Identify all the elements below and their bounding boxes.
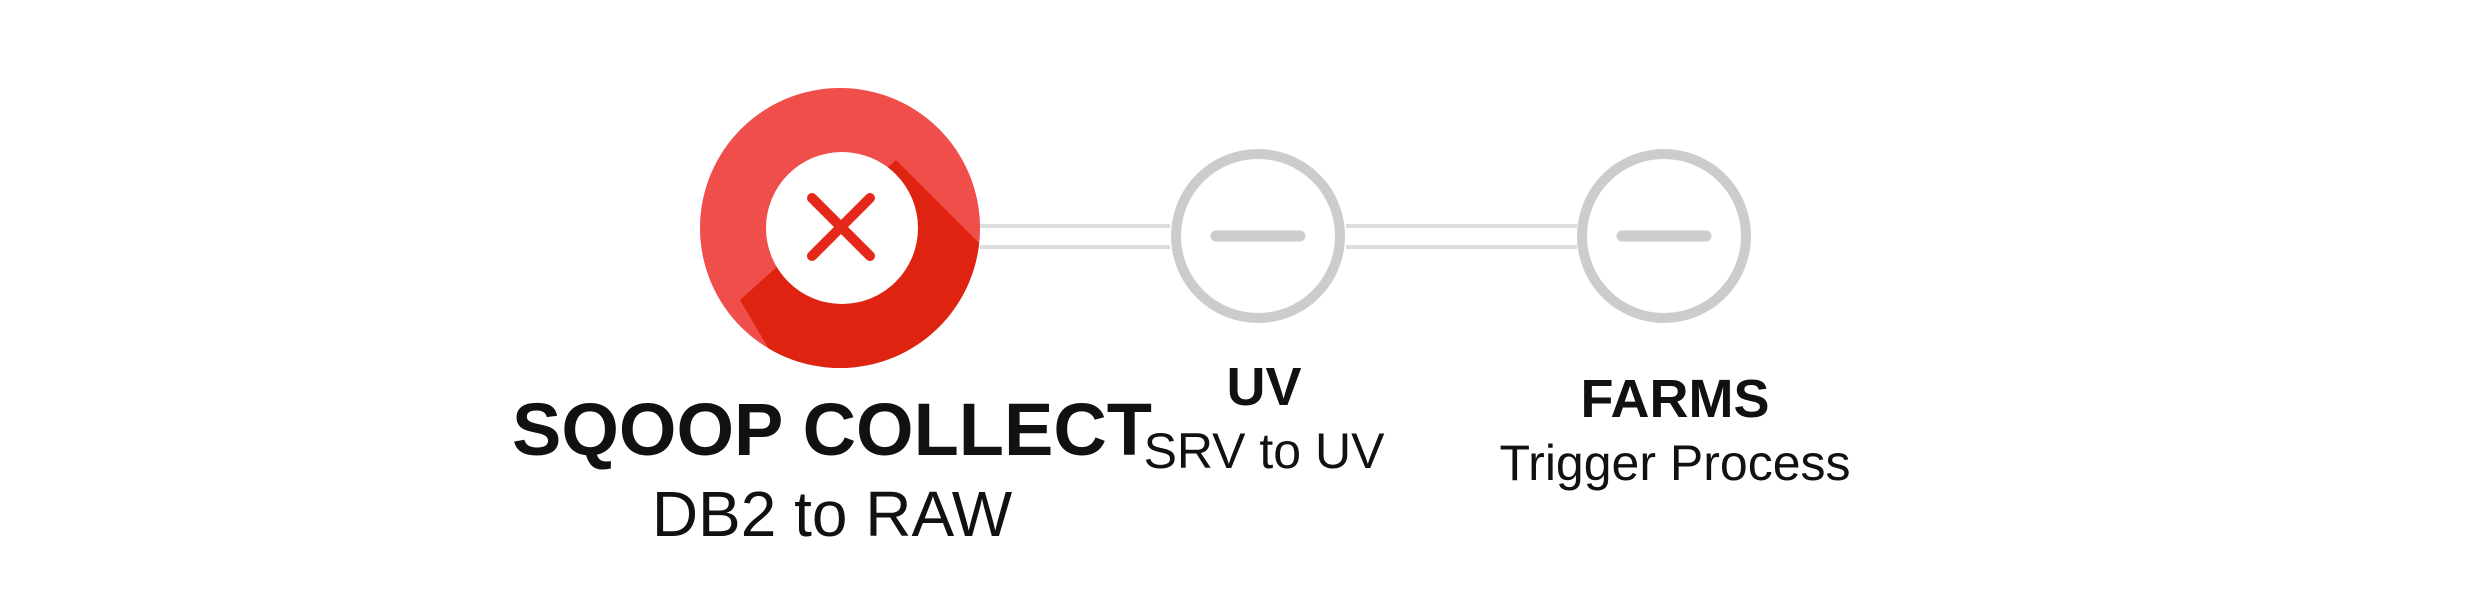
step-uv-status[interactable] (1171, 149, 1345, 323)
close-icon (807, 193, 875, 261)
connector-2 (1346, 224, 1577, 249)
step-label-farms: FARMS Trigger Process (1499, 366, 1850, 494)
step-subtitle: DB2 to RAW (651, 478, 1013, 550)
step-label-uv: UV SRV to UV (1144, 354, 1385, 482)
step-sqoop-collect-status[interactable] (700, 88, 1060, 470)
step-farms-status[interactable] (1577, 149, 1751, 323)
step-label-sqoop-collect: SQOOP COLLECT DB2 to RAW (512, 386, 1152, 554)
step-title: SQOOP COLLECT (511, 388, 1153, 471)
connector-1 (980, 224, 1170, 249)
step-subtitle: Trigger Process (1499, 435, 1851, 491)
step-title: FARMS (1580, 369, 1770, 429)
step-title: UV (1226, 357, 1302, 417)
step-subtitle: SRV to UV (1143, 423, 1385, 479)
